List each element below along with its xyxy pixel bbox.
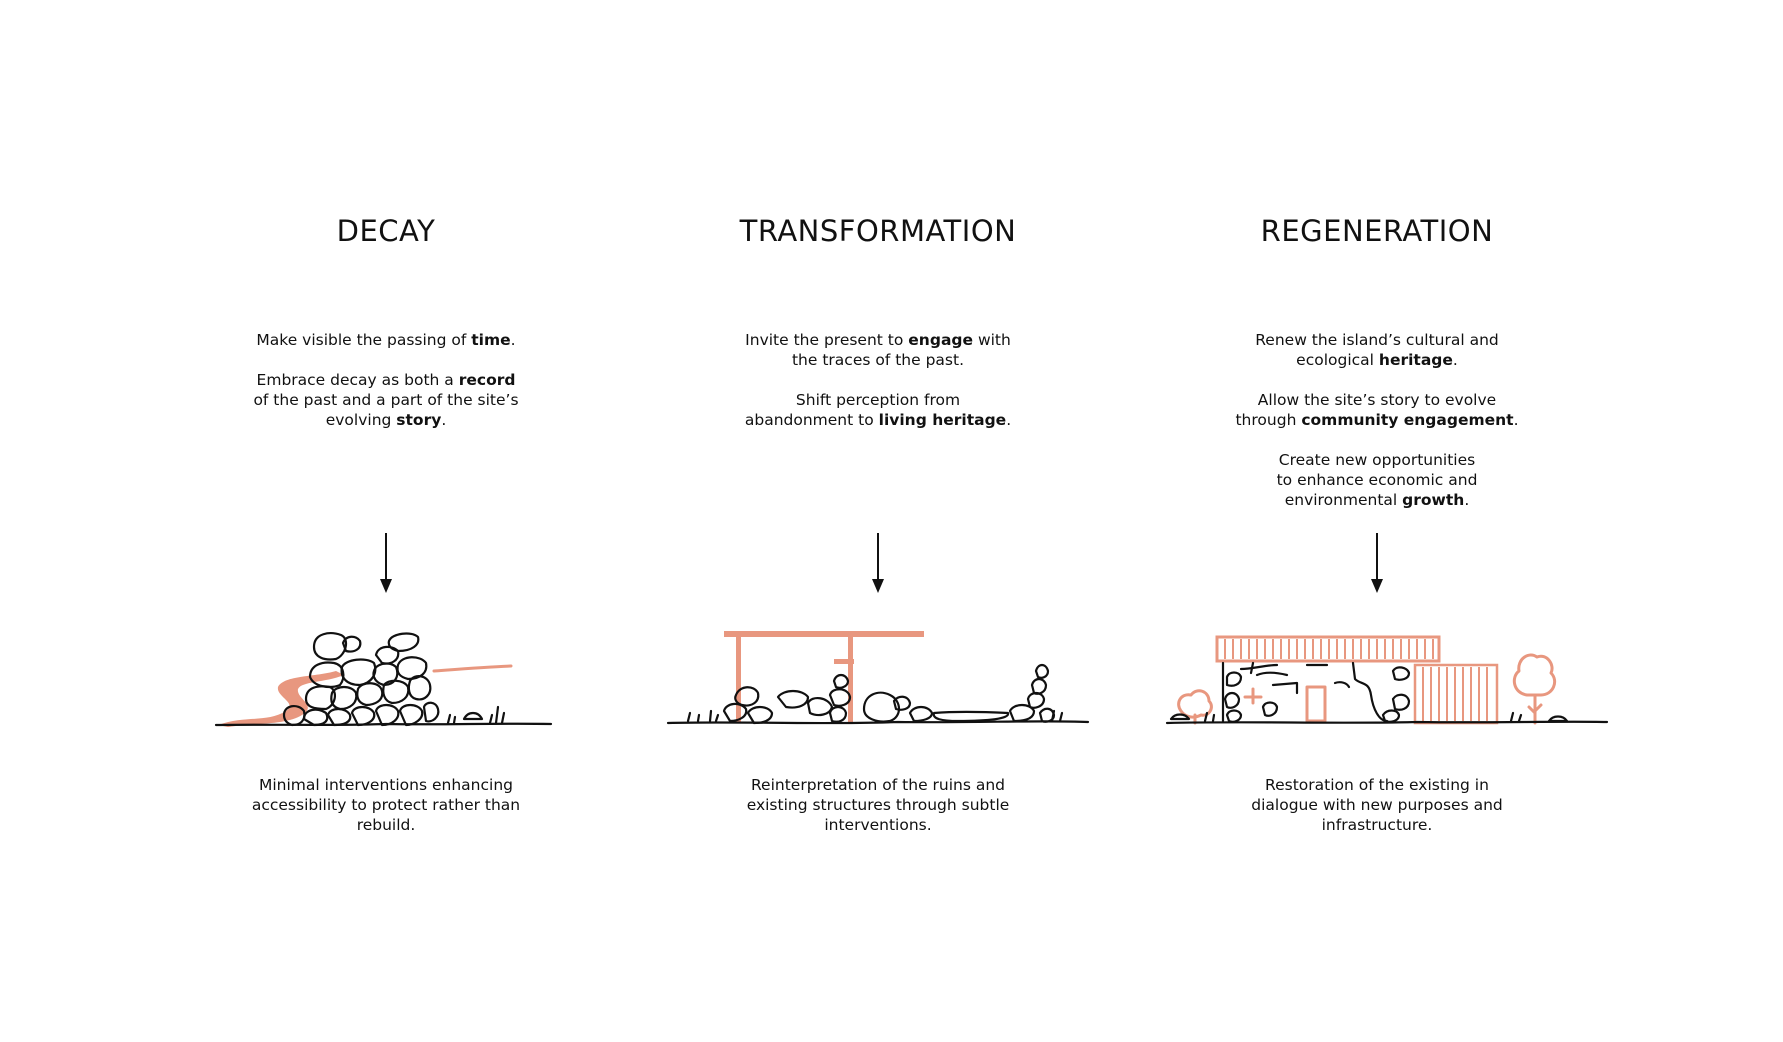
text-run: evolving — [325, 411, 397, 429]
text-run: of the past and a part of the site’s — [253, 391, 519, 409]
text-run: environmental — [1284, 491, 1403, 509]
emphasis-text: community engagement — [1301, 411, 1514, 429]
description-line: the traces of the past. — [668, 350, 1088, 370]
description-line: Shift perception from — [668, 390, 1088, 410]
description-line: of the past and a part of the site’s — [176, 390, 596, 410]
down-arrow-icon — [872, 533, 884, 593]
emphasis-text: engage — [908, 331, 974, 349]
text-run: . — [1452, 351, 1458, 369]
text-run: . — [1513, 411, 1519, 429]
description-line: environmental growth. — [1167, 490, 1587, 510]
column-title: TRANSFORMATION — [739, 214, 1017, 248]
description-line: Make visible the passing of time. — [176, 330, 596, 350]
text-run: ecological — [1296, 351, 1379, 369]
emphasis-text: living heritage — [878, 411, 1007, 429]
down-arrow-icon — [380, 533, 392, 593]
caption-line: dialogue with new purposes and — [1251, 796, 1503, 814]
emphasis-text: growth — [1402, 491, 1465, 509]
description-paragraph: Create new opportunities to enhance econo… — [1167, 450, 1587, 510]
caption-line: infrastructure. — [1321, 816, 1433, 834]
caption-line: existing structures through subtle — [746, 796, 1010, 814]
column-decay: DECAY Make visible the passing of time.E… — [176, 0, 596, 1042]
down-arrow-icon — [1371, 533, 1383, 593]
text-run: the traces of the past. — [791, 351, 965, 369]
rubble-ruins-sketch — [214, 632, 553, 727]
column-caption: Restoration of the existing in dialogue w… — [1167, 775, 1587, 835]
description-paragraph: Make visible the passing of time. — [176, 330, 596, 350]
caption-line: Minimal interventions enhancing — [259, 776, 513, 794]
text-run: abandonment to — [744, 411, 879, 429]
caption-line: Reinterpretation of the ruins and — [750, 776, 1006, 794]
text-run: . — [1464, 491, 1470, 509]
canopy-over-ruins-sketch — [666, 631, 1090, 725]
caption-line: rebuild. — [356, 816, 416, 834]
text-run: . — [510, 331, 516, 349]
description-line: Invite the present to engage with — [668, 330, 1088, 350]
column-caption: Minimal interventions enhancing accessibi… — [176, 775, 596, 835]
text-run: Create new opportunities — [1278, 451, 1476, 469]
restored-building-sketch — [1165, 635, 1609, 725]
description-line: to enhance economic and — [1167, 470, 1587, 490]
text-run: Invite the present to — [745, 331, 909, 349]
description-line: Create new opportunities — [1167, 450, 1587, 470]
column-regeneration: REGENERATION Renew the island’s cultural… — [1165, 0, 1609, 1042]
description-line: evolving story. — [176, 410, 596, 430]
text-run: to enhance economic and — [1276, 471, 1478, 489]
text-run: through — [1235, 411, 1302, 429]
description-line: Embrace decay as both a record — [176, 370, 596, 390]
text-run: . — [1006, 411, 1012, 429]
column-transformation: TRANSFORMATION Invite the present to eng… — [666, 0, 1090, 1042]
column-caption: Reinterpretation of the ruins and existin… — [668, 775, 1088, 835]
description-line: abandonment to living heritage. — [668, 410, 1088, 430]
text-run: Renew the island’s cultural and — [1255, 331, 1499, 349]
description-line: ecological heritage. — [1167, 350, 1587, 370]
text-run: Embrace decay as both a — [256, 371, 459, 389]
emphasis-text: time — [471, 331, 511, 349]
column-title: REGENERATION — [1260, 214, 1494, 248]
column-title: DECAY — [336, 214, 436, 248]
text-run: Shift perception from — [795, 391, 961, 409]
text-run: . — [441, 411, 447, 429]
column-description: Make visible the passing of time.Embrace… — [176, 330, 596, 450]
description-line: Allow the site’s story to evolve — [1167, 390, 1587, 410]
caption-line: Restoration of the existing in — [1265, 776, 1489, 794]
emphasis-text: story — [396, 411, 442, 429]
text-run: Make visible the passing of — [256, 331, 472, 349]
text-run: Allow the site’s story to evolve — [1257, 391, 1497, 409]
description-line: through community engagement. — [1167, 410, 1587, 430]
emphasis-text: record — [458, 371, 516, 389]
caption-line: accessibility to protect rather than — [251, 796, 521, 814]
text-run: with — [973, 331, 1011, 349]
emphasis-text: heritage — [1378, 351, 1453, 369]
description-line: Renew the island’s cultural and — [1167, 330, 1587, 350]
caption-line: interventions. — [824, 816, 932, 834]
